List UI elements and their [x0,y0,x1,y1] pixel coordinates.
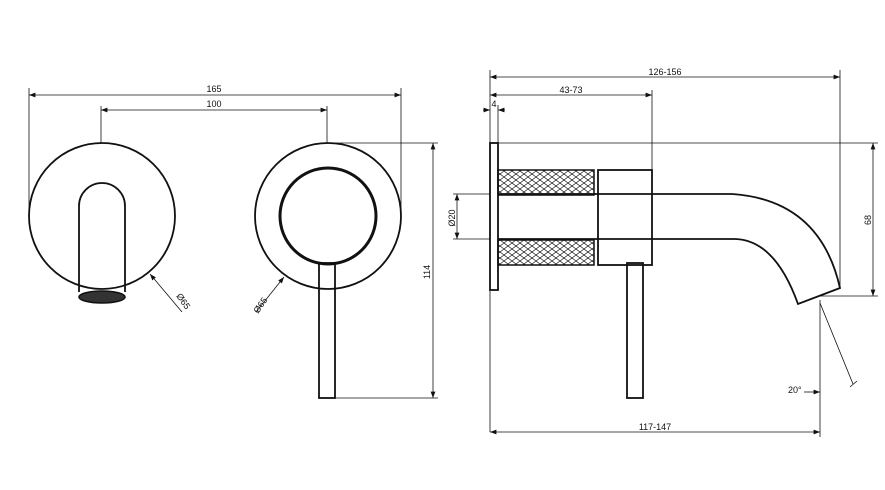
height-label: 114 [422,265,432,279]
knurled-body-bottom [497,239,595,266]
outlet-angle-label: 20° [788,385,802,395]
centre-distance-label: 100 [206,99,221,109]
plate-thickness-label: 4 [491,99,496,109]
front-view: 165 100 114 Ø65 Ø65 [28,84,438,399]
mixer-lever [318,262,336,399]
wall-plate [489,142,499,291]
lever-side [626,262,644,399]
overall-width-label: 165 [206,84,221,94]
side-view: 126-156 43-73 4 Ø20 68 117-147 20° [447,67,878,437]
spout-height-label: 68 [863,215,873,225]
spout-outlet [78,290,126,304]
body-collar [597,169,653,266]
mixer-plate [254,142,402,290]
spout-reach-label: 117-147 [639,422,671,432]
knurled-body-top [497,169,595,196]
pipe-diameter-label: Ø20 [447,209,457,226]
angle-line [819,302,854,385]
total-projection-label: 126-156 [648,67,681,77]
spout-plate-diameter-label: Ø65 [174,291,192,311]
spout-front [78,182,126,292]
body-depth-label: 43-73 [559,85,582,95]
spout-plate [28,142,176,290]
mixer-knob [278,166,378,266]
